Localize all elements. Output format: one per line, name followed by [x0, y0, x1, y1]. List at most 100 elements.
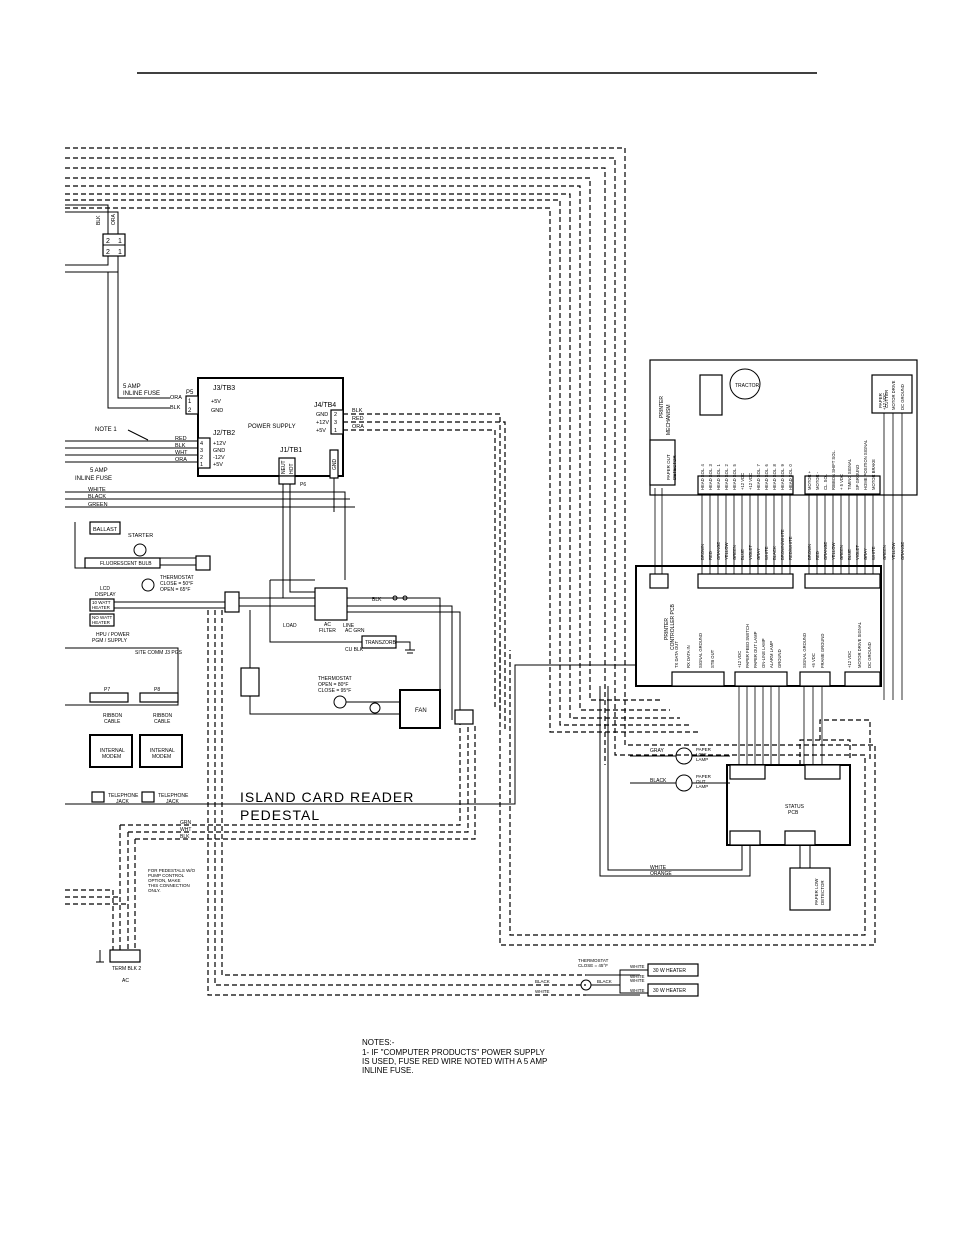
printer-controller: PRINTER CONTROLLER PCB — [635, 565, 882, 687]
cn6-pin-3: FRAME GROUND — [820, 634, 825, 668]
head-color-3: ORANGE — [716, 542, 721, 560]
svg-text:CONTROLLER PCB: CONTROLLER PCB — [670, 603, 676, 650]
p5-wire-1: ORA — [170, 395, 182, 401]
cn7-pin-3: DC GROUND — [867, 642, 872, 668]
cn5-pin-4: ON-LINE LAMP — [761, 638, 766, 668]
ac-blk-1: BLK — [372, 597, 382, 603]
head-signal-4: HEAD SOL. 2 — [724, 463, 729, 490]
ac-filter — [314, 587, 348, 621]
note-1-line-1: 1- IF "COMPUTER PRODUCTS" POWER SUPPLY — [362, 1048, 546, 1057]
p5-label: P5 — [186, 390, 194, 396]
svg-text:1: 1 — [200, 462, 203, 468]
tb1-label: J1/TB1 — [280, 447, 302, 454]
head-color-7: VIOLET — [748, 545, 753, 560]
head-color-4: YELLOW — [724, 542, 729, 560]
top-dashed-bundle — [65, 147, 876, 946]
head-color-1: BROWN — [700, 544, 705, 560]
motor-color-2: RED — [815, 551, 820, 560]
heater-10w — [89, 598, 115, 612]
head-signal-9: HEAD SOL. 6 — [764, 463, 769, 490]
svg-text:DETECTOR: DETECTOR — [672, 455, 677, 480]
fan-connector — [240, 667, 260, 697]
heater-1-label: 30 W HEATER — [653, 968, 686, 974]
motor-color-1: BROWN — [807, 544, 812, 560]
note-1-line-2: IS USED, FUSE RED WIRE NOTED WITH A 5 AM… — [362, 1057, 547, 1066]
cn6-pin-2: +5 VDC — [811, 653, 816, 668]
head-signal-3: HEAD SOL. 1 — [716, 463, 721, 490]
head-color-12: RED/WHITE — [788, 536, 793, 560]
power-supply: POWER SUPPLY J3/TB3 J2/TB2 J4/TB4 J1/TB1… — [185, 377, 344, 488]
line-label: LINE — [343, 623, 355, 629]
svg-text:1: 1 — [334, 428, 337, 434]
cn5-pin-2: PAPER FEED SWITCH — [745, 624, 750, 668]
cn7-pin-2: MOTOR DRIVE SIGNAL — [857, 621, 862, 668]
p7-connector — [195, 555, 211, 571]
svg-text:STATUS: STATUS — [785, 804, 805, 810]
motor-signal-3: CL. SOL — [823, 473, 828, 490]
bus-white: WHITE — [88, 487, 106, 493]
svg-text:2: 2 — [106, 249, 110, 256]
note-ref: NOTE 1 — [95, 427, 117, 433]
term-blk: TERM BLK 2 — [112, 966, 141, 972]
head-signal-5: HEAD SOL. 5 — [732, 463, 737, 490]
motor-signal-5: + 5 VDC — [839, 474, 844, 490]
gnd-label: GND — [332, 459, 338, 471]
svg-text:CUTTER: CUTTER — [884, 389, 889, 408]
head-signal-6: +12 VDC — [740, 473, 745, 490]
p7-label: P7 — [104, 687, 110, 693]
cn4-pin-3: SIGNAL GROUND — [698, 633, 703, 668]
heater-wire-3: WHITE — [630, 978, 645, 983]
cutter-pin-2: MOTOR DRIVE — [891, 380, 896, 410]
svg-text:GRN: GRN — [180, 820, 192, 826]
fan — [399, 689, 441, 729]
tb4-label: J4/TB4 — [314, 402, 336, 409]
bottom-wire-white: WHITE — [535, 989, 550, 994]
head-signal-12: HEAD SOL. 0 — [788, 463, 793, 490]
svg-text:PAPER LOW: PAPER LOW — [814, 878, 819, 905]
svg-text:1: 1 — [188, 399, 192, 405]
motor-color-5: GREEN — [839, 545, 844, 560]
lamp-wire-orange: ORANGE — [650, 871, 672, 877]
tb3-label: J3/TB3 — [213, 385, 235, 392]
tb4-pin-2: +12V — [316, 420, 329, 426]
cutter-color-2: YELLOW — [891, 542, 896, 560]
bus-black: BLACK — [88, 494, 106, 500]
lamp-wire-black: BLACK — [650, 778, 667, 784]
svg-text:10 WATT: 10 WATT — [92, 600, 111, 605]
head-color-10: BLACK — [772, 546, 777, 560]
pedestal-label: PEDESTAL — [240, 807, 320, 823]
head-color-11: BROWN/WHITE — [780, 529, 785, 560]
tb3-pin-2: GND — [211, 408, 223, 414]
tb4-wire-3: ORA — [352, 424, 364, 430]
motor-color-7: VIOLET — [855, 545, 860, 560]
motor-color-9: WHITE — [871, 546, 876, 560]
svg-text:HEATER: HEATER — [92, 620, 111, 625]
p5-wire-2: BLK — [170, 405, 181, 411]
tb2-wire-1: RED — [175, 436, 187, 442]
motor-color-4: YELLOW — [831, 542, 836, 560]
head-signal-10: HEAD SOL. 8 — [772, 463, 777, 490]
svg-text:3: 3 — [200, 448, 203, 454]
heater-nw — [89, 613, 115, 627]
wire-label-ora: ORA — [111, 214, 117, 226]
motor-color-6: BLUE — [847, 549, 852, 560]
tb1-pin-1: NEUT — [281, 460, 287, 474]
cutter-pin-3: DC GROUND — [900, 384, 905, 410]
cu-blk: CU BLK — [345, 647, 364, 653]
tb2-label: J2/TB2 — [213, 430, 235, 437]
head-color-5: GREEN — [732, 545, 737, 560]
tb4-wire-2: RED — [352, 416, 364, 422]
svg-text:TRACTOR: TRACTOR — [735, 383, 759, 389]
tb4-wire-1: BLK — [352, 408, 363, 414]
